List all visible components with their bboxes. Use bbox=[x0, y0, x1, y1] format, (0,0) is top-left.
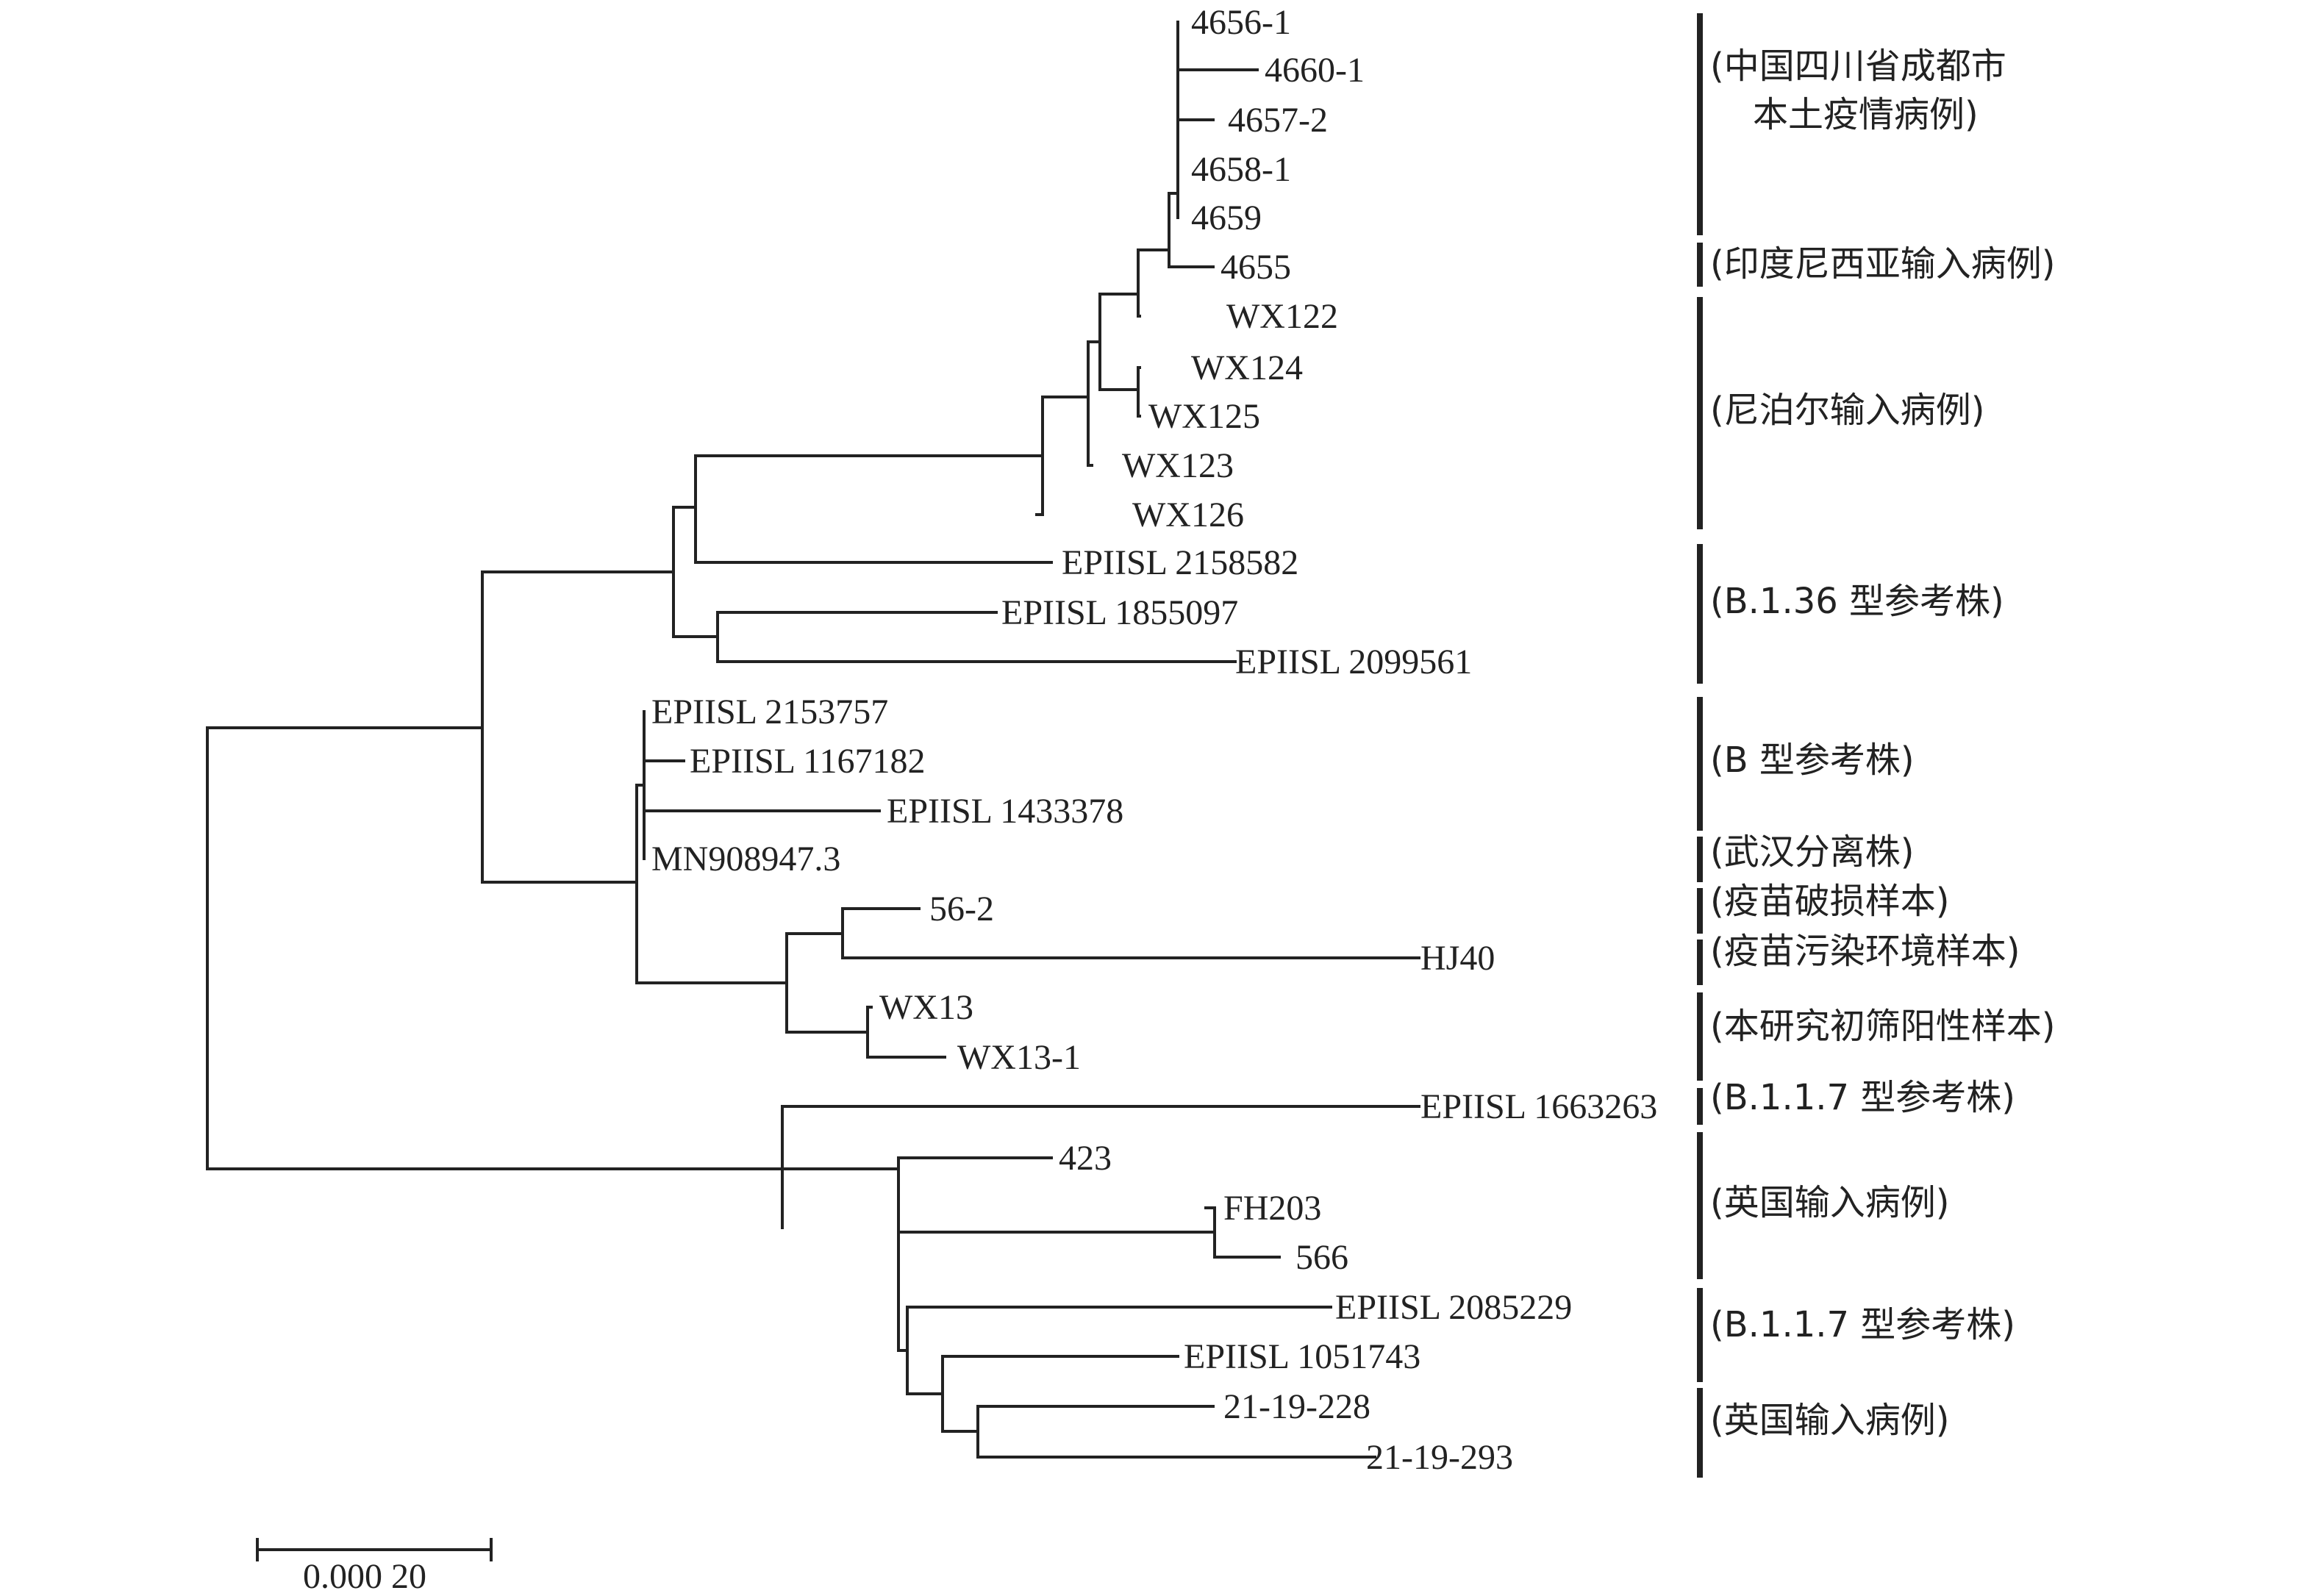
leaf-label: 4660-1 bbox=[1265, 51, 1365, 90]
leaf-label: MN908947.3 bbox=[651, 840, 840, 878]
leaf-label: 56-2 bbox=[929, 890, 994, 928]
leaf-label: 4657-2 bbox=[1228, 101, 1328, 140]
leaf-label: EPIISL 1663263 bbox=[1420, 1087, 1657, 1126]
leaf-label: EPIISL 2153757 bbox=[651, 693, 888, 731]
group-label: (B.1.1.7 型参考株) bbox=[1710, 1077, 2015, 1118]
leaf-label: EPIISL 1167182 bbox=[690, 742, 925, 781]
leaf-labels: 4656-1 4660-1 4657-2 4658-1 4659 4655WX122WX1… bbox=[651, 3, 1657, 1477]
leaf-label: EPIISL 2085229 bbox=[1335, 1288, 1572, 1327]
group-label: 本土疫情病例) bbox=[1753, 94, 1979, 135]
leaf-label: 4656-1 bbox=[1191, 3, 1291, 42]
leaf-label: WX124 bbox=[1191, 348, 1303, 387]
leaf-label: EPIISL 1855097 bbox=[1001, 593, 1238, 632]
leaf-label: WX125 bbox=[1148, 397, 1260, 436]
leaf-label: 21-19-293 bbox=[1366, 1438, 1513, 1477]
group-label: (本研究初筛阳性样本) bbox=[1710, 1006, 2055, 1047]
leaf-label: 4658-1 bbox=[1191, 150, 1291, 189]
group-label: (尼泊尔输入病例) bbox=[1710, 390, 1984, 431]
group-label: (疫苗破损样本) bbox=[1710, 881, 1949, 922]
leaf-label: 566 bbox=[1295, 1238, 1348, 1277]
group-label: (B 型参考株) bbox=[1710, 740, 1915, 781]
leaf-label: WX122 bbox=[1226, 297, 1338, 336]
group-label: (疫苗污染环境样本) bbox=[1710, 931, 2020, 972]
group-label: (中国四川省成都市 bbox=[1710, 46, 2006, 87]
leaf-label: 21-19-228 bbox=[1223, 1387, 1370, 1426]
leaf-label: EPIISL 2158582 bbox=[1062, 543, 1298, 582]
group-label: (B.1.36 型参考株) bbox=[1710, 581, 2004, 622]
leaf-label: 4659 bbox=[1191, 198, 1262, 237]
leaf-label: EPIISL 2099561 bbox=[1235, 643, 1472, 681]
scale-bar: 0.000 20 bbox=[256, 1538, 493, 1596]
leaf-label: 4655 bbox=[1220, 248, 1291, 287]
leaf-label: HJ40 bbox=[1420, 939, 1495, 978]
leaf-label: EPIISL 1051743 bbox=[1184, 1337, 1420, 1376]
group-label: (英国输入病例) bbox=[1710, 1400, 1949, 1441]
leaf-label: EPIISL 1433378 bbox=[887, 792, 1123, 831]
group-label: (英国输入病例) bbox=[1710, 1182, 1949, 1223]
leaf-label: WX123 bbox=[1122, 446, 1234, 485]
leaf-label: WX13 bbox=[879, 988, 973, 1027]
group-label: (印度尼西亚输入病例) bbox=[1710, 243, 2055, 285]
group-label: (B.1.1.7 型参考株) bbox=[1710, 1304, 2015, 1345]
leaf-label: WX13-1 bbox=[957, 1038, 1081, 1077]
leaf-label: WX126 bbox=[1132, 495, 1244, 534]
group-label: (武汉分离株) bbox=[1710, 831, 1914, 873]
leaf-label: FH203 bbox=[1223, 1189, 1321, 1228]
leaf-label: 423 bbox=[1059, 1139, 1112, 1178]
scale-bar-label: 0.000 20 bbox=[303, 1557, 426, 1596]
tree-branches bbox=[206, 21, 1420, 1459]
